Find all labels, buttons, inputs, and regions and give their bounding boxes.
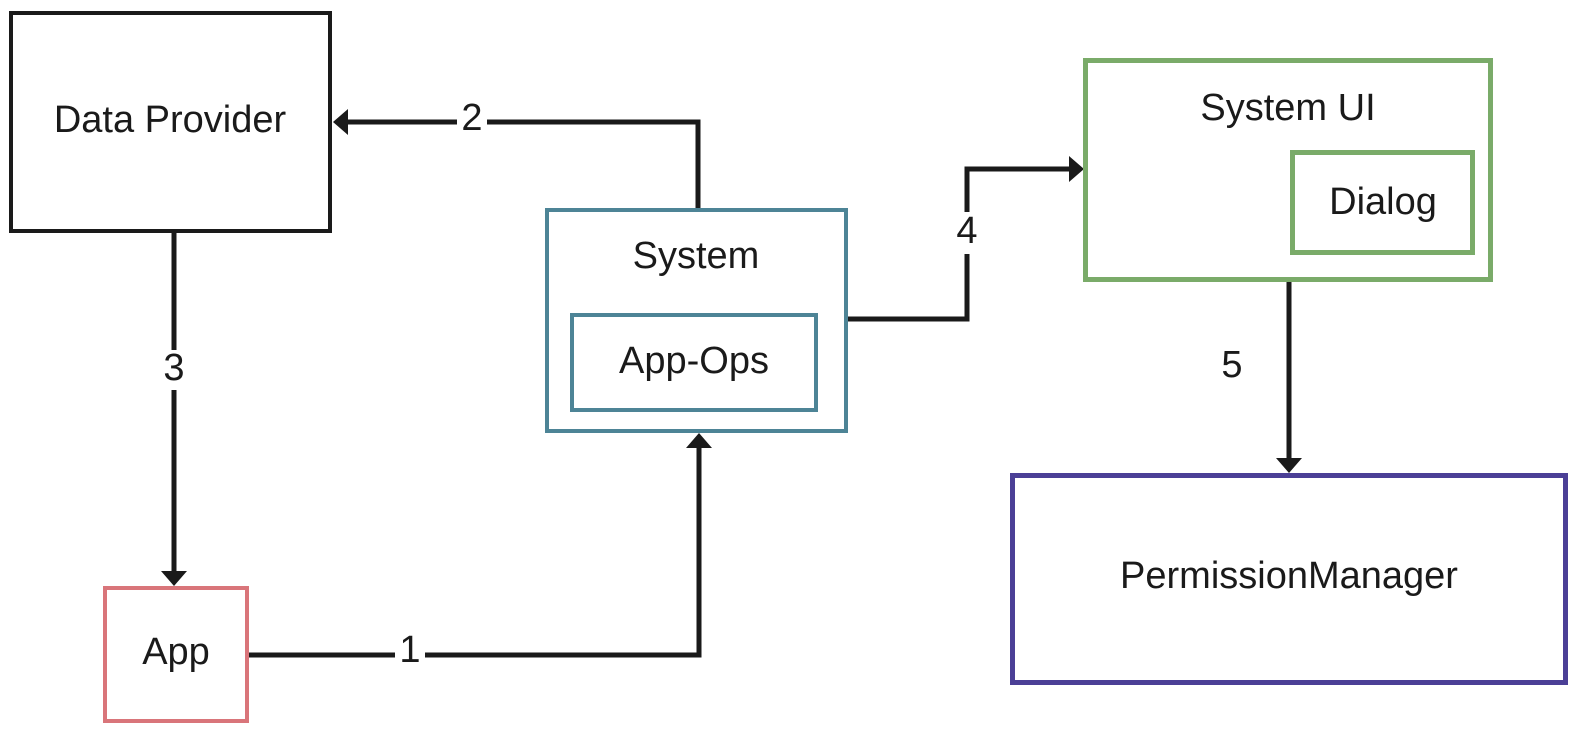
node-dialog[interactable]: Dialog bbox=[1290, 150, 1475, 255]
edge-label-backdrop-4 bbox=[951, 212, 983, 254]
arrowhead-3 bbox=[161, 571, 187, 586]
node-box-app[interactable] bbox=[103, 586, 249, 723]
edge-label-group-5: 5 bbox=[1221, 344, 1242, 386]
arrowhead-5 bbox=[1276, 458, 1302, 473]
node-box-app-ops[interactable] bbox=[570, 313, 818, 412]
edge-1 bbox=[249, 433, 712, 658]
arrowhead-4 bbox=[1069, 156, 1084, 182]
edge-label-1: 1 bbox=[399, 629, 420, 671]
edge-line-2 bbox=[341, 119, 701, 208]
node-label-permission-manager: PermissionManager bbox=[1120, 555, 1458, 597]
edge-label-backdrop-3 bbox=[158, 350, 190, 390]
node-label-system-ui: System UI bbox=[1200, 87, 1375, 129]
node-app-ops[interactable]: App-Ops bbox=[570, 313, 818, 412]
edge-label-group-1: 1 bbox=[395, 629, 425, 671]
node-box-data-provider[interactable] bbox=[9, 11, 332, 233]
edge-label-backdrop-1 bbox=[395, 634, 425, 670]
node-label-data-provider: Data Provider bbox=[54, 99, 287, 141]
edge-labels-layer: 1 2 3 4 5 bbox=[158, 97, 1243, 671]
arrowhead-1 bbox=[686, 433, 712, 448]
edge-label-group-3: 3 bbox=[158, 347, 190, 390]
edge-3 bbox=[161, 233, 187, 586]
edge-label-backdrop-2 bbox=[457, 102, 487, 138]
edge-line-1 bbox=[249, 440, 702, 658]
edge-label-group-4: 4 bbox=[951, 210, 983, 254]
node-label-app: App bbox=[142, 631, 210, 673]
node-label-dialog: Dialog bbox=[1329, 181, 1437, 223]
node-app[interactable]: App bbox=[103, 586, 249, 723]
edge-5 bbox=[1276, 282, 1302, 473]
edge-2 bbox=[333, 109, 701, 208]
node-label-system: System bbox=[633, 235, 760, 277]
arrowhead-2 bbox=[333, 109, 348, 135]
edge-label-group-2: 2 bbox=[457, 97, 487, 139]
node-data-provider[interactable]: Data Provider bbox=[9, 11, 332, 233]
edge-label-2: 2 bbox=[461, 97, 482, 139]
node-permission-manager[interactable]: PermissionManager bbox=[1010, 473, 1568, 685]
edge-label-5: 5 bbox=[1221, 344, 1242, 386]
node-box-dialog[interactable] bbox=[1290, 150, 1475, 255]
node-box-permission-manager[interactable] bbox=[1010, 473, 1568, 685]
edge-label-3: 3 bbox=[163, 347, 184, 389]
node-label-app-ops: App-Ops bbox=[619, 340, 769, 382]
edge-label-4: 4 bbox=[956, 210, 977, 252]
